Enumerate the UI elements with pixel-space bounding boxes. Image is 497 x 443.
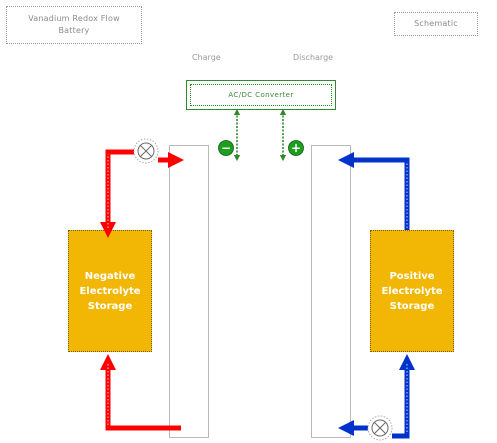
converter-box: AC/DC Converter [186,80,336,110]
negative-tank-line-1: Negative [84,270,136,282]
negative-half-cell [169,145,209,438]
negative-return-line [99,353,181,431]
negative-tank-line-2: Electrolyte [79,285,141,297]
positive-electrolyte-tank: Positive Electrolyte Storage [370,230,454,352]
minus-icon: − [218,140,234,156]
positive-return-line [392,353,416,439]
converter-label: AC/DC Converter [228,91,294,99]
positive-flow-loop [337,151,416,439]
negative-flow-loop [99,149,185,431]
diagram-title: Vanadium Redox Flow Battery [6,6,142,44]
charge-label: Charge [192,53,221,62]
positive-tank-line-2: Electrolyte [381,285,443,297]
positive-terminal-sign: + [291,141,301,155]
discharge-label: Discharge [293,53,334,62]
positive-tank-line-3: Storage [389,300,435,312]
pump-icon [133,138,159,164]
pump-icon [367,415,393,441]
positive-tank-line-1: Positive [389,270,435,282]
positive-half-cell [311,145,351,438]
negative-tank-line-3: Storage [87,300,133,312]
diagram-note: Schematic [394,12,478,36]
negative-terminal-sign: − [221,141,231,155]
plus-icon: + [288,140,304,156]
positive-outlet-line [337,151,410,230]
converter-connections [233,108,287,162]
negative-feed-line [99,149,134,239]
